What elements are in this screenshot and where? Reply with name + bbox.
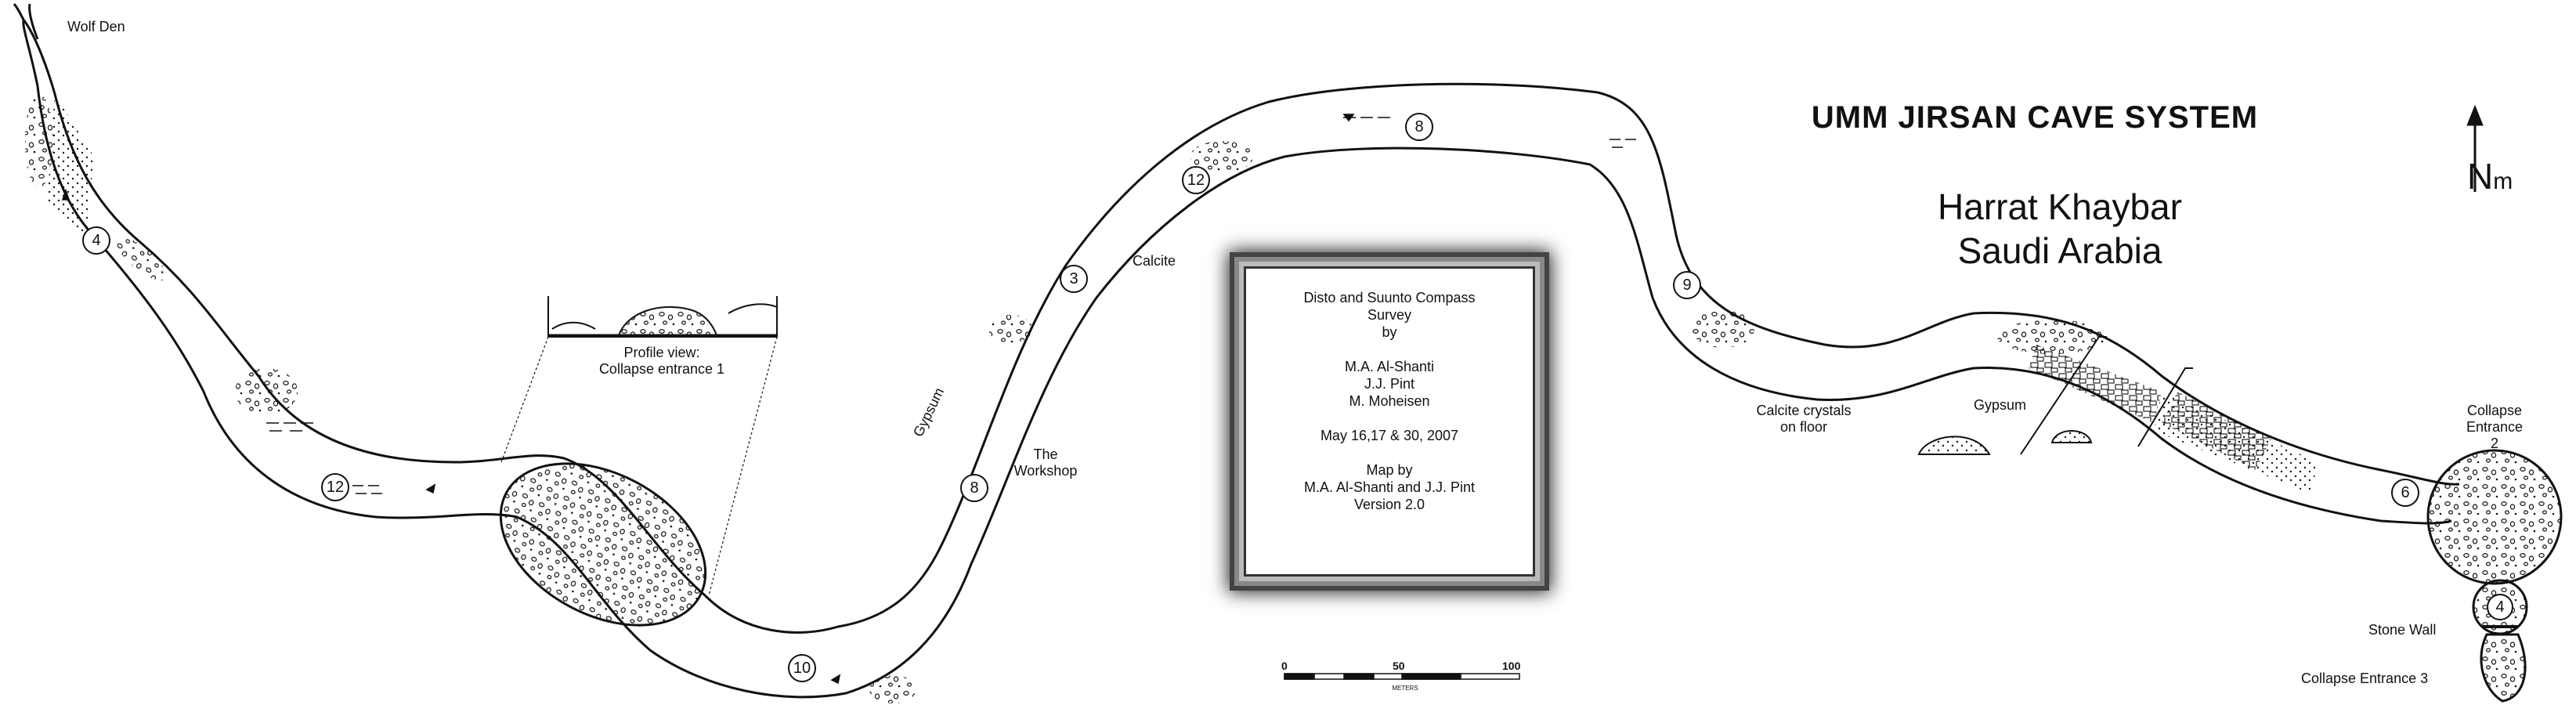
- label-workshop: The Workshop: [1013, 446, 1078, 479]
- scale-tick-100: 100: [1502, 660, 1521, 672]
- dotted-field: [2154, 392, 2318, 494]
- ceiling-height-circle: [1060, 265, 1088, 293]
- wolf-den-entry-2: [28, 3, 39, 40]
- rubble-field: [988, 315, 1032, 343]
- passage-symbols: [61, 114, 1636, 685]
- north-magnetic: m: [2493, 168, 2513, 194]
- label-calcite-crystals: Calcite crystals on floor: [1756, 403, 1852, 435]
- scale-unit: METERS: [1392, 685, 1418, 692]
- passage-lower-wall: [36, 85, 2452, 699]
- ceiling-height-circle: [1182, 166, 1210, 194]
- ceiling-height-4: 4: [92, 232, 101, 249]
- passage-head: [22, 19, 39, 87]
- ceiling-height-10: 10: [793, 660, 811, 677]
- ceiling-height-circles: [82, 113, 2513, 682]
- ceiling-height-circle: [321, 473, 349, 501]
- label-gypsum-2: Gypsum: [1974, 397, 2027, 413]
- cross-section: [1917, 436, 1991, 455]
- map-title: UMM JIRSAN CAVE SYSTEM: [1811, 100, 2259, 135]
- region-label: Harrat Khaybar Saudi Arabia: [1825, 185, 2295, 273]
- map-credits: Map by M.A. Al-Shanti and J.J. Pint Vers…: [1303, 462, 1476, 512]
- profile-leader: [708, 336, 778, 596]
- rubble-field: [869, 675, 916, 703]
- survey-method: Disto and Suunto Compass Survey by: [1303, 290, 1476, 340]
- label-wolf-den: Wolf Den: [67, 19, 125, 34]
- rubble-field: [116, 237, 166, 280]
- collapse-entrance-3-chamber: [2480, 633, 2527, 703]
- dotted-fields: [47, 94, 2318, 494]
- block-field: [2029, 345, 2162, 423]
- scale-tick-50: 50: [1393, 660, 1405, 672]
- rubble-field: [1997, 320, 2107, 354]
- wolf-den-entry: [13, 3, 25, 20]
- country-name: Saudi Arabia: [1957, 230, 2162, 271]
- profile-right-edge: [728, 303, 778, 314]
- cross-section: [2050, 430, 2093, 443]
- profile-left-edge: [551, 321, 596, 330]
- ceiling-height-circle: [1673, 271, 1701, 299]
- rubble-field: [1190, 141, 1253, 172]
- ceiling-height-circle: [1405, 113, 1433, 141]
- north-letter: N: [2467, 156, 2494, 197]
- rubble-field: [235, 368, 298, 415]
- ceiling-height-circle: [788, 654, 816, 682]
- scale-bar: [1284, 673, 1520, 680]
- north-arrow: [2466, 104, 2484, 192]
- ceiling-height-circle: [2391, 479, 2419, 507]
- ceiling-height-3: 3: [1069, 270, 1078, 287]
- ceiling-height-circle: [960, 474, 988, 502]
- dotted-field: [47, 94, 94, 235]
- ceiling-height-9: 9: [1682, 277, 1692, 294]
- cross-section-line: [2020, 336, 2107, 455]
- ceiling-height-6: 6: [2401, 484, 2410, 501]
- survey-dates: May 16,17 & 30, 2007: [1320, 428, 1459, 443]
- label-collapse-entrance-3: Collapse Entrance 3: [2301, 671, 2429, 686]
- arrow-marks: [61, 114, 1355, 685]
- collapse-entrance-2-chamber: [2426, 449, 2563, 585]
- rubble-field: [1692, 310, 1754, 348]
- profile-leader: [500, 336, 549, 463]
- ceiling-height-8: 8: [1414, 118, 1424, 136]
- scale-tick-0: 0: [1281, 660, 1288, 672]
- profile-frame: [547, 296, 778, 338]
- ceiling-height-8: 8: [970, 479, 979, 497]
- north-label: Nm: [2467, 155, 2513, 197]
- label-profile-view: Profile view: Collapse entrance 1: [598, 345, 725, 377]
- label-collapse-entrance-2: Collapse Entrance 2: [2466, 403, 2524, 451]
- profile-view-inset: [500, 296, 778, 596]
- cross-section-line: [2137, 367, 2193, 447]
- profile-rubble: [618, 306, 717, 336]
- label-calcite: Calcite: [1133, 253, 1176, 269]
- ceiling-height-circle: [2487, 594, 2513, 620]
- ceiling-height-4: 4: [2495, 598, 2505, 616]
- collapse-chamber-1: [499, 462, 707, 627]
- survey-credits-box: Disto and Suunto Compass Survey by M.A. …: [1244, 266, 1535, 577]
- region-name: Harrat Khaybar: [1938, 186, 2182, 227]
- surveyors: M.A. Al-Shanti J.J. Pint M. Moheisen: [1344, 359, 1435, 409]
- ceiling-height-12: 12: [326, 479, 345, 496]
- rubble-fields: [25, 94, 2107, 703]
- label-stone-wall: Stone Wall: [2368, 622, 2437, 638]
- rubble-field: [25, 94, 53, 188]
- cross-sections: [1917, 336, 2193, 455]
- ceiling-height-circle: [82, 226, 110, 255]
- ceiling-height-12: 12: [1187, 172, 1205, 189]
